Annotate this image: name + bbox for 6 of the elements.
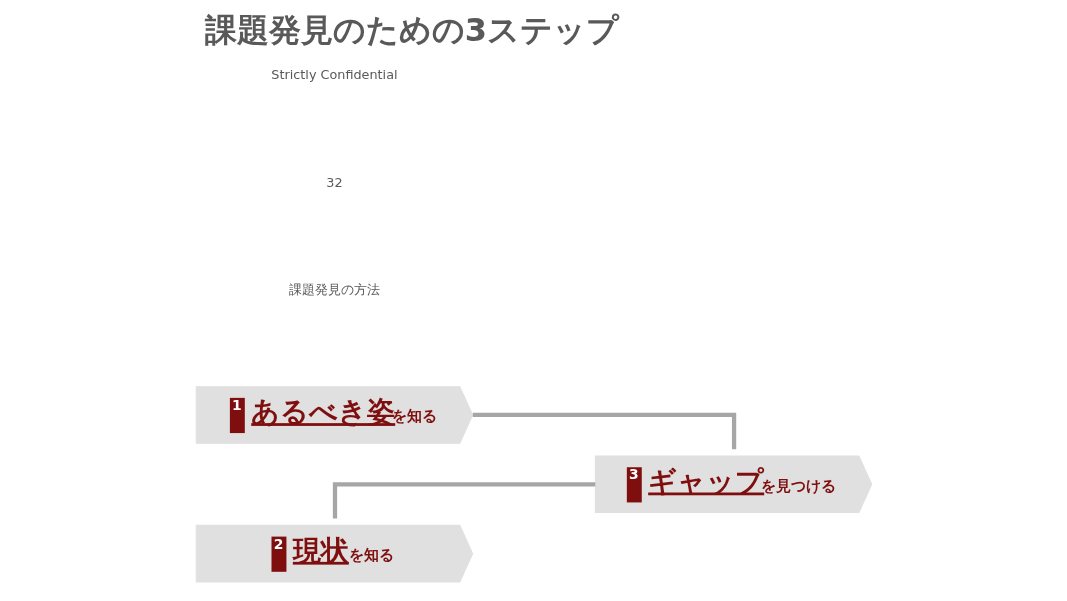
- connector: [332, 482, 595, 519]
- connector: [472, 412, 736, 450]
- label: Strictly Confidential: [270, 66, 398, 82]
- label: 32: [325, 174, 343, 190]
- diagram-title: 課題発見のための3ステップ: [204, 11, 619, 50]
- label: 課題発見の方法: [288, 282, 380, 298]
